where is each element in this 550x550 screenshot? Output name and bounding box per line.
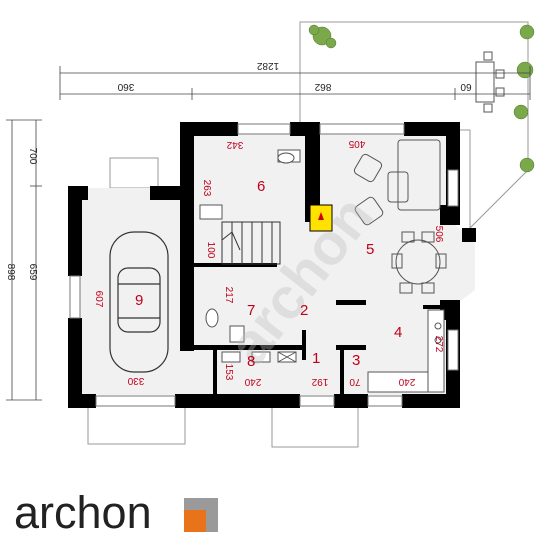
room-4-height: 272 xyxy=(433,336,444,353)
room-8-number: 8 xyxy=(247,353,255,370)
dim-height-house: 659 xyxy=(27,264,38,281)
room-4-number: 4 xyxy=(394,324,402,341)
dim-segment-right: 60 xyxy=(460,81,472,92)
brand-logo: archon xyxy=(14,488,244,538)
brand-name: archon xyxy=(14,487,152,538)
room-7-height: 217 xyxy=(223,287,234,304)
garage-side-door-step xyxy=(109,157,159,189)
room-8-width: 240 xyxy=(244,376,261,387)
room-9-height: 607 xyxy=(93,291,104,308)
dimension-lines xyxy=(6,66,531,401)
office-furniture xyxy=(199,149,301,220)
garage-apron xyxy=(87,402,186,445)
room-1-width: 192 xyxy=(311,376,328,387)
room-7-number: 7 xyxy=(247,302,255,319)
room-6-height: 263 xyxy=(201,180,212,197)
room-9-width: 330 xyxy=(127,375,144,386)
living-furniture xyxy=(353,139,447,294)
room-6-small: 100 xyxy=(205,242,216,259)
room-1-number: 1 xyxy=(312,350,320,367)
room-5-width: 405 xyxy=(348,138,365,149)
room-5-height: 506 xyxy=(433,226,444,243)
room-5-number: 5 xyxy=(366,241,374,258)
bathroom-fixtures xyxy=(205,308,297,363)
dim-segment-left: 360 xyxy=(117,81,134,92)
terrace-furniture xyxy=(475,51,505,113)
dim-overall-width: 1282 xyxy=(256,60,279,71)
brand-mark-icon xyxy=(184,498,218,532)
dim-segment-mid: 862 xyxy=(314,81,331,92)
room-8-height: 153 xyxy=(223,364,234,381)
car-icon xyxy=(109,231,169,373)
dim-height-total: 898 xyxy=(5,264,16,281)
entrance-step xyxy=(271,402,359,448)
windows xyxy=(69,123,459,407)
fireplace xyxy=(309,204,333,232)
room-4-width: 240 xyxy=(398,376,415,387)
room-3-number: 3 xyxy=(352,352,360,369)
room-2-number: 2 xyxy=(300,302,308,319)
kitchen-counter xyxy=(367,309,445,393)
walls xyxy=(68,122,476,408)
room-6-width: 342 xyxy=(226,139,243,150)
dim-height-top: 700 xyxy=(27,148,38,165)
room-9-number: 9 xyxy=(135,292,143,309)
plant-icon xyxy=(308,24,535,173)
room-6-number: 6 xyxy=(257,178,265,195)
room-3-width: 70 xyxy=(349,376,361,387)
staircase xyxy=(221,221,281,265)
